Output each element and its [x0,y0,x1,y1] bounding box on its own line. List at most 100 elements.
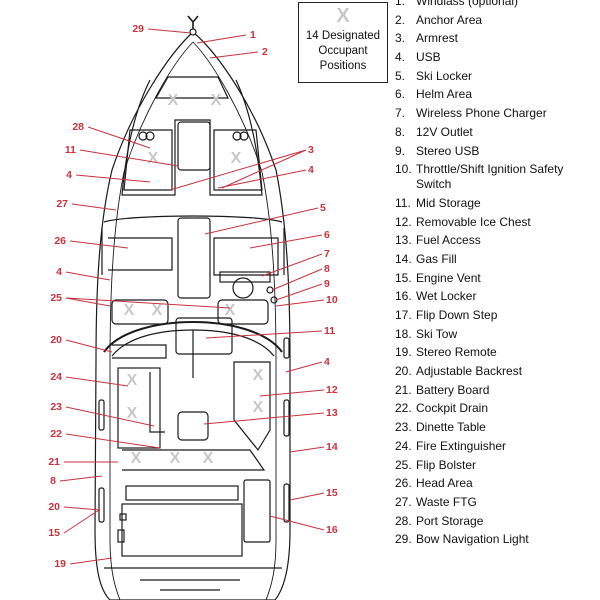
callout-number: 15 [326,487,338,499]
callout-leader-line [196,34,247,44]
stbd-cupholder [232,131,242,141]
occupant-position-marker: X [124,302,135,319]
callout-number: 20 [50,334,62,346]
legend-item: 2.Anchor Area [395,13,600,28]
legend-item-label: Wireless Phone Charger [416,106,547,121]
legend-item-label: Ski Locker [416,68,473,83]
callout-number: 1 [250,29,256,41]
callout-number: 8 [50,475,56,487]
anchor-locker-outline [154,76,229,99]
callout-leader-line [204,207,319,235]
occupant-position-marker: X [211,92,222,109]
legend-item: 28.Port Storage [395,514,600,529]
legend-item: 29.Bow Navigation Light [395,532,600,547]
callout-leader-line [209,51,259,59]
legend-item-number: 28. [395,513,412,528]
occupant-position-marker: X [170,450,181,467]
stbd-cupholder-2 [239,131,249,141]
callout-leader-line [65,433,161,449]
legend-item-number: 2. [395,12,406,27]
legend-item-label: Stereo USB [416,143,480,158]
legend-item-number: 3. [395,31,406,46]
legend-item-number: 16. [395,289,412,304]
occupant-position-marker: X [152,302,163,319]
port-cupholder-2 [145,131,155,141]
mid-storage-hatch [177,121,211,171]
callout-leader-line [285,361,323,373]
legend-item: 11.Mid Storage [395,196,600,211]
legend-item: 15.Engine Vent [395,271,600,286]
callout-number: 8 [324,263,330,275]
callout-leader-line [271,268,323,291]
transom-steps [140,579,240,591]
legend-item-number: 27. [395,494,412,509]
callout-number: 10 [326,294,338,306]
port-stereo-remote [117,529,125,543]
legend-item-label: Adjustable Backrest [416,364,523,379]
callout-leader-line [249,234,323,249]
legend-item-label: Armrest [416,31,458,46]
callout-number: 12 [326,384,338,396]
callout-leader-line [261,253,323,277]
callout-number: 4 [308,164,314,176]
callout-number: 25 [50,292,62,304]
callout-leader-line [71,203,117,211]
legend-item: 4. USB [395,50,600,65]
callout-leader-line [69,557,113,565]
callout-leader-line [65,297,231,309]
callout-leader-line [87,126,151,149]
occupant-position-marker: X [127,372,138,389]
legend-item: 8.12V Outlet [395,125,600,140]
engine-hatch [121,503,243,557]
legend-item: 17.Flip Down Step [395,308,600,323]
callout-number: 9 [324,278,330,290]
callout-number: 29 [132,23,144,35]
legend-item-label: Battery Board [416,382,490,397]
legend-item-number: 12. [395,214,412,229]
stbd-side-vent [283,337,290,359]
legend-item-number: 19. [395,345,412,360]
callout-number: 24 [50,371,62,383]
legend-item-number: 11. [395,195,411,210]
callout-number: 20 [48,501,60,513]
callout-number: 4 [56,266,62,278]
occupant-position-marker: X [203,450,214,467]
callout-leader-line [275,299,325,307]
legend-item-label: Fire Extinguisher [416,438,507,453]
legend-item-number: 20. [395,364,412,379]
stbd-engine-vent [283,483,290,523]
port-cupholder [138,131,148,141]
port-bolster-seat [111,299,169,325]
port-storage-cushion [123,129,173,191]
legend-item-label: Bow Navigation Light [416,532,529,547]
callout-leader-line [275,283,323,301]
callout-leader-line [65,406,155,427]
callout-leader-line [205,330,323,339]
legend-item-label: 12V Outlet [416,124,473,139]
port-cockpit-drain [119,513,127,521]
callout-leader-line [63,506,101,511]
legend-item-label: Head Area [416,476,473,491]
legend-item-number: 22. [395,401,412,416]
legend-item-number: 4. [395,50,406,65]
callout-number: 11 [65,144,76,156]
legend-item-label: Throttle/Shift Ignition Safety Switch [416,162,564,192]
callout-leader-line [259,389,325,397]
callout-leader-line [169,149,307,191]
legend-item-number: 1. [395,0,406,8]
legend-item-label: Helm Area [416,87,473,102]
helm-console [213,237,279,276]
callout-number: 21 [48,456,60,468]
callout-leader-line [65,376,129,387]
wake-tower [103,320,283,353]
callout-number: 2 [262,46,268,58]
callout-number: 4 [66,169,72,181]
legend-item-label: Wet Locker [416,289,477,304]
legend-item-label: Removable Ice Chest [416,214,531,229]
callout-leader-line [147,28,192,34]
legend-item-label: USB [416,50,441,65]
legend-item-label: Ski Tow [416,326,458,341]
windshield-frame [101,228,285,275]
